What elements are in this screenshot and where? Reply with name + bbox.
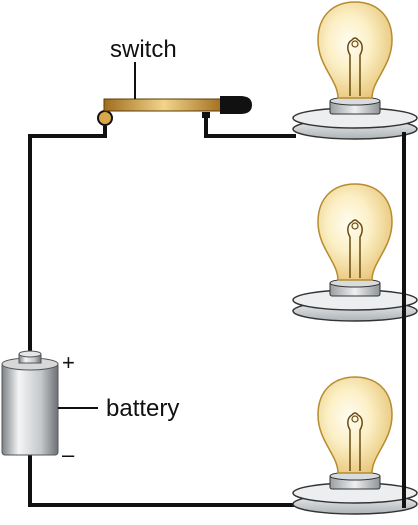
switch-label: switch bbox=[110, 36, 177, 63]
switch-pivot bbox=[97, 110, 113, 126]
wire-left-top bbox=[28, 126, 107, 360]
switch-lever bbox=[103, 98, 225, 112]
negative-terminal-label: – bbox=[62, 442, 75, 467]
bulb-filament bbox=[347, 412, 363, 471]
bulb-2 bbox=[292, 183, 418, 322]
bulb-1 bbox=[292, 1, 418, 140]
bulb-glass bbox=[317, 183, 393, 281]
battery-label: battery bbox=[106, 395, 179, 422]
bulb-glass bbox=[317, 376, 393, 474]
bulb-filament-coil bbox=[351, 40, 359, 48]
wire-switch-to-bulb bbox=[204, 116, 296, 138]
bulb-filament bbox=[347, 219, 363, 278]
wire-left-bottom bbox=[28, 455, 296, 507]
bulb-filament-coil bbox=[351, 415, 359, 423]
bulb-glass bbox=[317, 1, 393, 99]
switch: switch bbox=[97, 36, 252, 126]
bulb-filament bbox=[347, 37, 363, 96]
positive-terminal-label: + bbox=[62, 350, 75, 375]
battery-terminal-cap bbox=[18, 350, 42, 358]
battery-body bbox=[1, 362, 59, 456]
switch-contact bbox=[202, 112, 210, 118]
bulb-3 bbox=[292, 376, 418, 515]
battery: battery + – bbox=[1, 350, 179, 467]
bulb-filament-coil bbox=[351, 222, 359, 230]
switch-handle bbox=[220, 96, 252, 114]
